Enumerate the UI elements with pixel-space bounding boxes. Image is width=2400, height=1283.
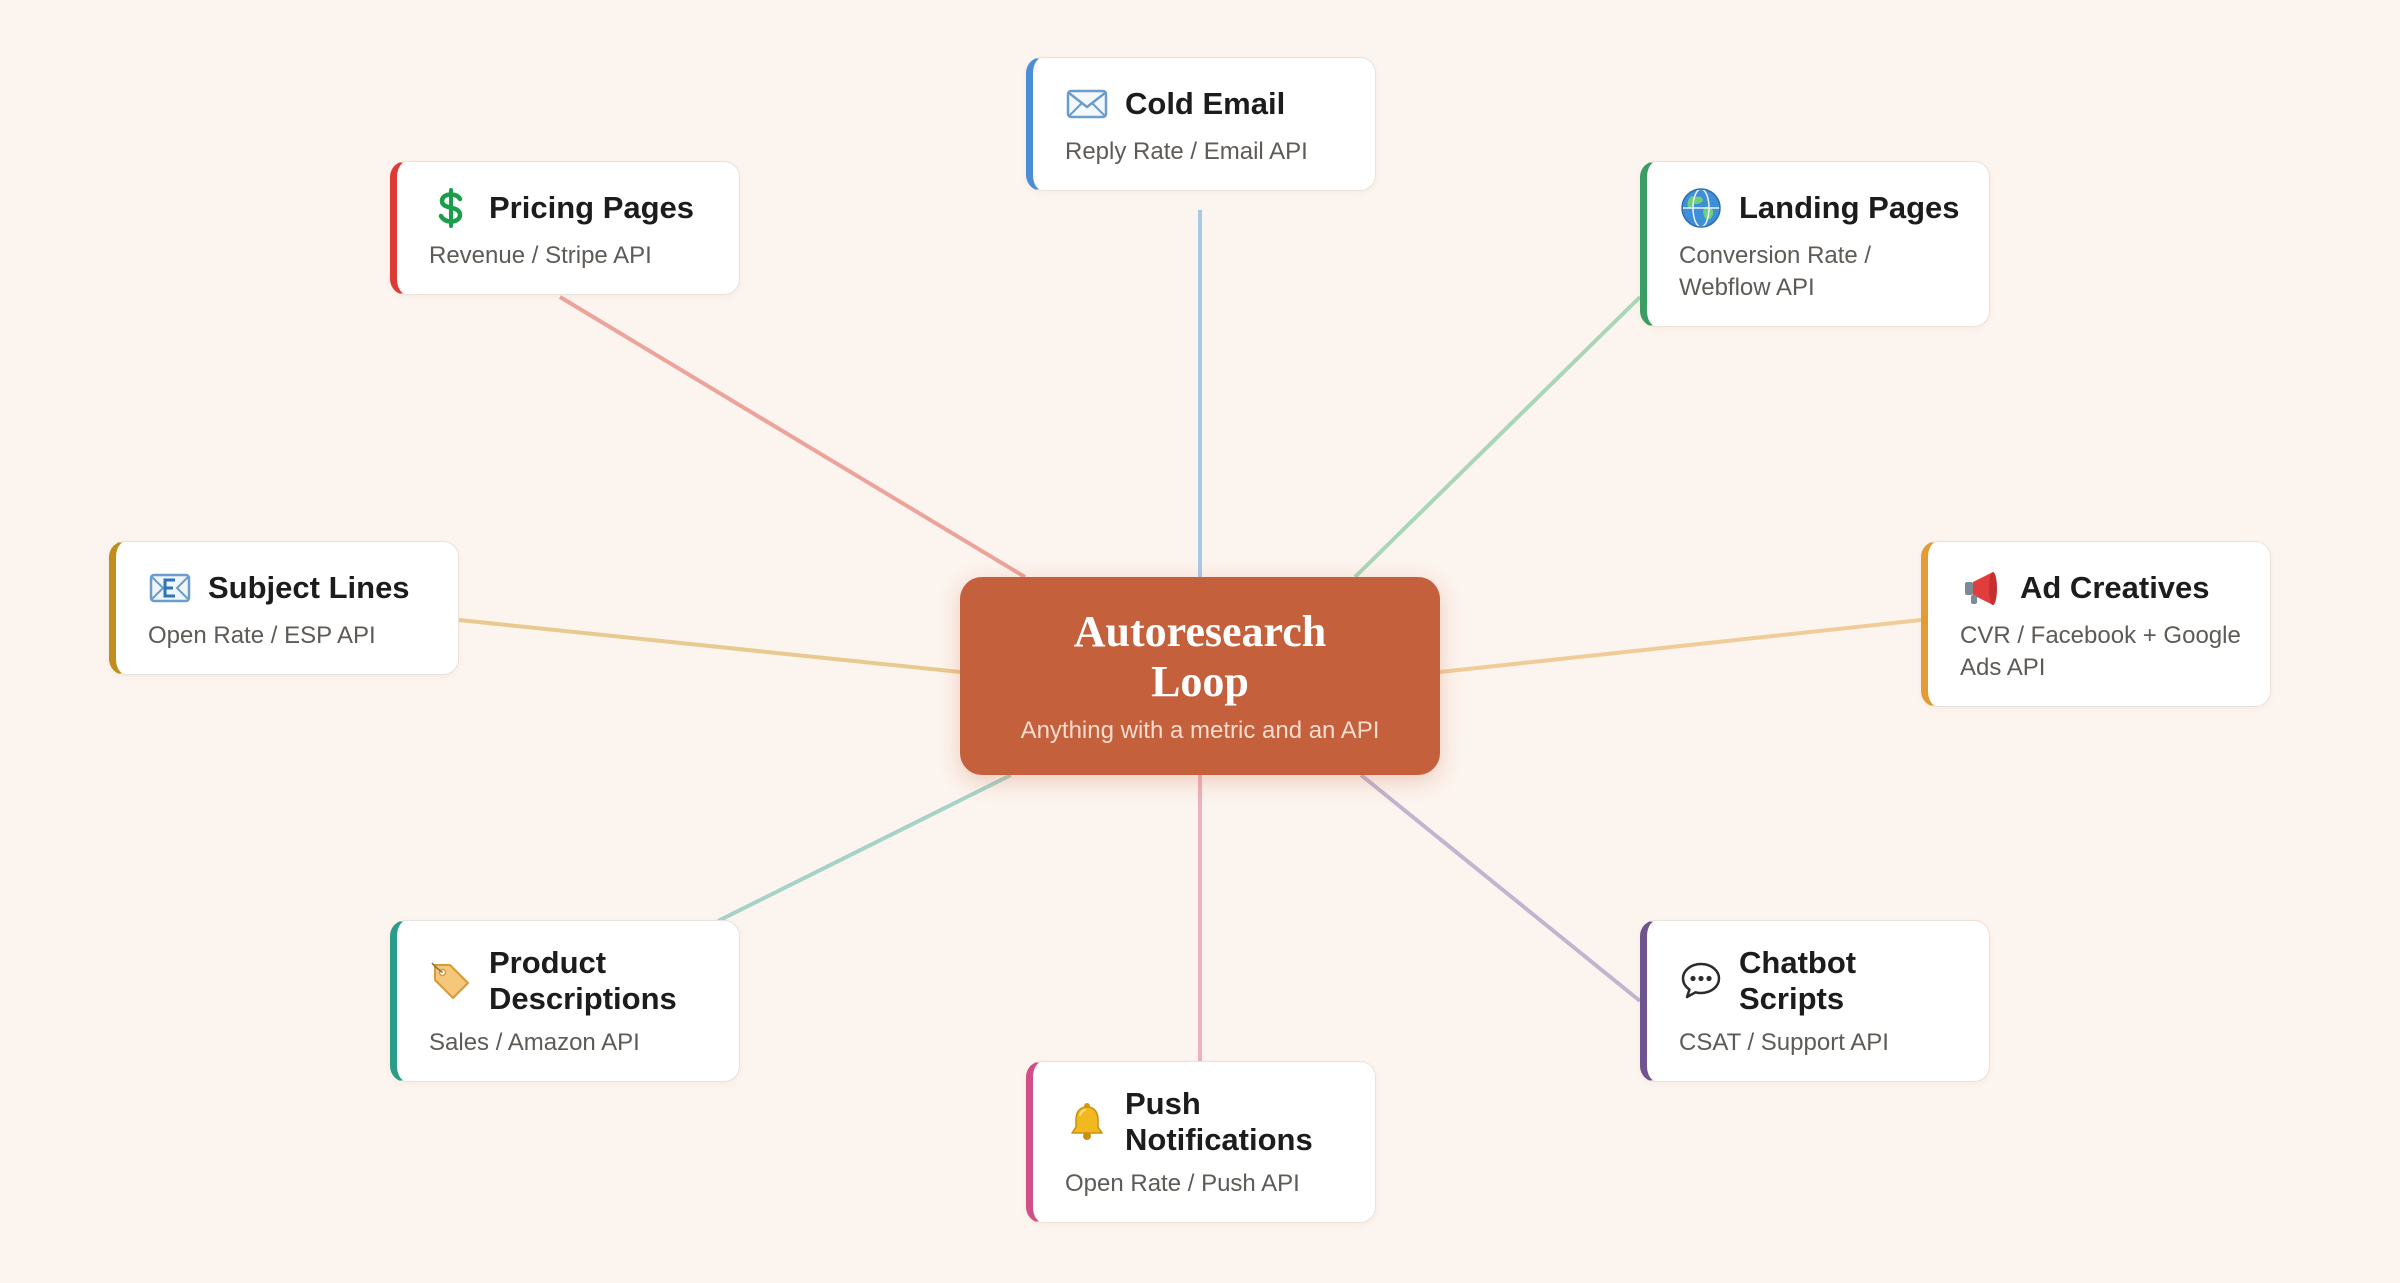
node-title: Cold Email	[1125, 86, 1286, 121]
hub-title: Autoresearch Loop	[1073, 607, 1327, 706]
dollar-sign-icon	[429, 186, 473, 230]
node-subtitle: Open Rate / ESP API	[148, 622, 376, 649]
speech-bubble-icon	[1679, 959, 1723, 1003]
megaphone-icon	[1960, 566, 2004, 610]
connector-chatbot-scripts	[1359, 773, 1642, 1003]
envelope-icon	[1065, 82, 1109, 126]
globe-icon	[1679, 186, 1723, 230]
connector-product-descriptions	[717, 773, 1012, 923]
node-title: Push Notifications	[1125, 1086, 1313, 1157]
node-subject-lines: Subject Lines Open Rate / ESP API	[109, 541, 459, 675]
node-subtitle: CSAT / Support API	[1679, 1029, 1889, 1056]
node-product-descriptions: Product Descriptions Sales / Amazon API	[390, 920, 740, 1082]
node-subtitle: Reply Rate / Email API	[1065, 138, 1308, 165]
node-push-notifications: Push Notifications Open Rate / Push API	[1026, 1061, 1376, 1223]
node-subtitle: Sales / Amazon API	[429, 1029, 640, 1056]
hub-subtitle: Anything with a metric and an API	[1020, 717, 1380, 744]
node-pricing-pages: Pricing Pages Revenue / Stripe API	[390, 161, 740, 295]
node-subtitle: Open Rate / Push API	[1065, 1170, 1300, 1197]
price-tag-icon	[429, 959, 473, 1003]
connector-subject-lines	[458, 618, 961, 674]
bell-icon	[1065, 1100, 1109, 1144]
node-cold-email: Cold Email Reply Rate / Email API	[1026, 57, 1376, 191]
node-landing-pages: Landing Pages Conversion Rate / Webflow …	[1640, 161, 1990, 327]
node-ad-creatives: Ad Creatives CVR / Facebook + Google Ads…	[1921, 541, 2271, 707]
node-subtitle: CVR / Facebook + Google Ads API	[1960, 622, 2241, 681]
node-subtitle: Conversion Rate / Webflow API	[1679, 242, 1872, 301]
node-title: Chatbot Scripts	[1739, 945, 1857, 1016]
connector-pricing-pages	[558, 295, 1027, 579]
node-title: Ad Creatives	[2020, 570, 2210, 605]
node-title: Landing Pages	[1739, 190, 1960, 225]
email-e-icon	[148, 566, 192, 610]
node-subtitle: Revenue / Stripe API	[429, 242, 652, 269]
node-chatbot-scripts: Chatbot Scripts CSAT / Support API	[1640, 920, 1990, 1082]
node-title: Product Descriptions	[489, 945, 677, 1016]
connector-ad-creatives	[1439, 618, 1922, 674]
hub-autoresearch-loop: Autoresearch Loop Anything with a metric…	[960, 577, 1440, 775]
connector-landing-pages	[1353, 295, 1642, 579]
node-title: Subject Lines	[208, 570, 410, 605]
node-title: Pricing Pages	[489, 190, 695, 225]
